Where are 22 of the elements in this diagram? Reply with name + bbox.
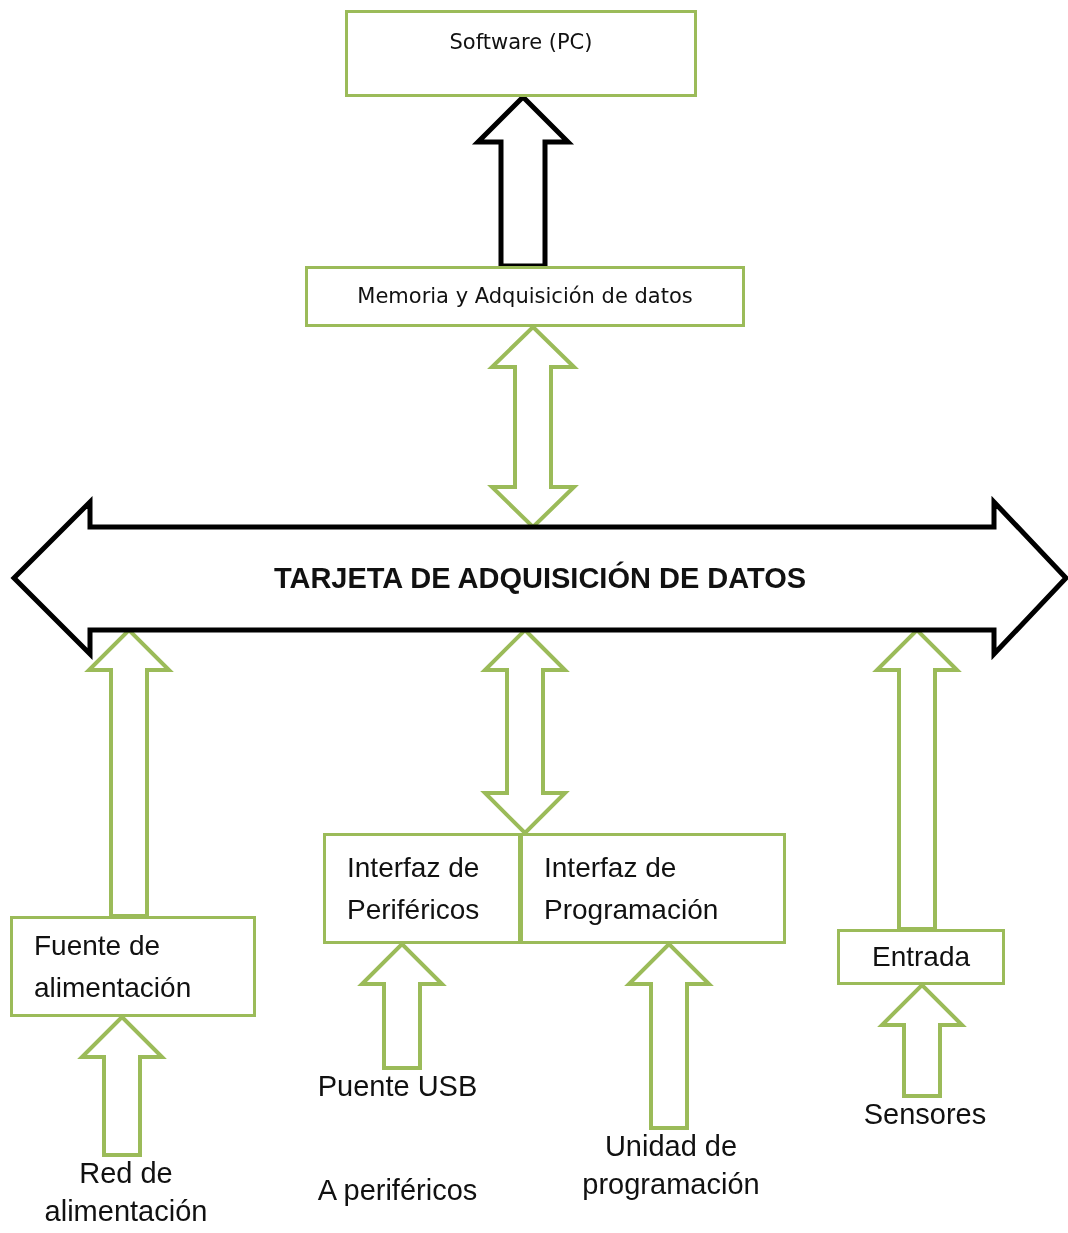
process-box	[10, 916, 256, 1017]
board-title: TARJETA DE ADQUISICIÓN DE DATOS	[273, 561, 807, 595]
block-arrow	[77, 1014, 167, 1157]
node-text: Software (PC)	[449, 29, 593, 56]
process-box	[837, 929, 1005, 985]
node-text: Unidad de programación	[581, 1129, 761, 1202]
process-box	[345, 10, 697, 97]
node-text: A periféricos	[317, 1173, 478, 1209]
node-text: Interfaz de Programación	[544, 851, 720, 927]
block-arrow	[624, 941, 714, 1130]
node-text: Memoria y Adquisición de datos	[357, 282, 693, 310]
process-box	[520, 833, 786, 944]
node-text: Entrada	[871, 940, 971, 975]
node-text: Red de alimentación	[43, 1156, 209, 1229]
process-box	[323, 833, 521, 944]
process-box	[305, 266, 745, 327]
block-arrow	[357, 941, 447, 1070]
block-arrow	[877, 982, 967, 1098]
node-text: Fuente de alimentación	[34, 929, 193, 1005]
node-text: Puente USB	[317, 1069, 478, 1104]
node-text: Sensores	[863, 1097, 987, 1132]
node-text: Interfaz de Periféricos	[347, 851, 481, 927]
